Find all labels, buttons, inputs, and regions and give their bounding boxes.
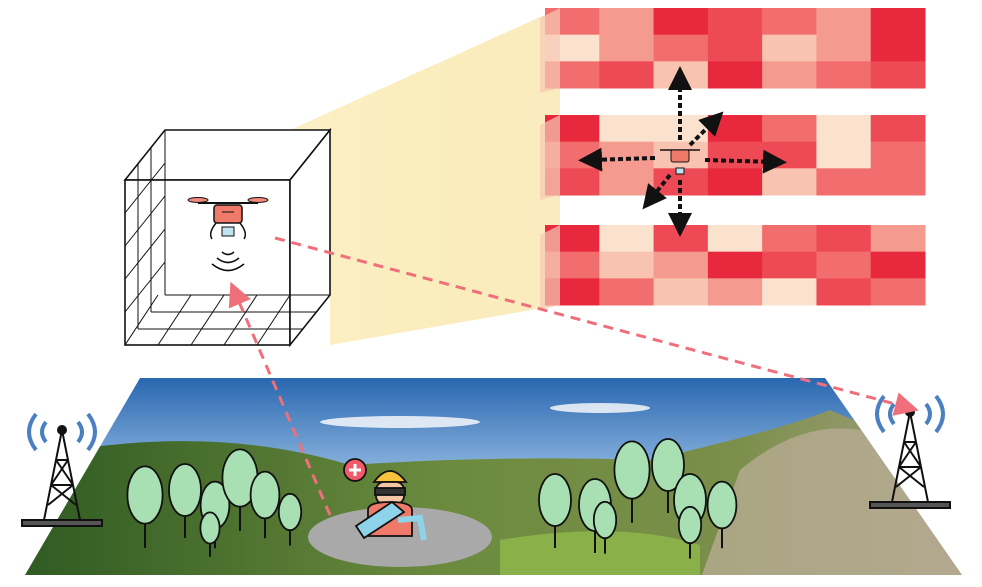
cell-tower-icon	[21, 412, 103, 527]
medical-cross-icon	[343, 458, 367, 482]
heatmap-cell	[707, 115, 763, 143]
heatmap-cell	[707, 141, 763, 169]
heatmap-cell	[816, 8, 872, 36]
uplink-arrow	[228, 281, 332, 516]
rescue-zone	[308, 507, 492, 567]
heatmap-cell	[816, 141, 872, 169]
heatmap-cell	[816, 34, 872, 62]
heatmap-cell	[707, 168, 763, 196]
movement-arrows-icon	[578, 66, 787, 237]
heatmap-cell	[653, 61, 709, 89]
heatmap-cell	[762, 115, 817, 143]
heatmap-cell	[599, 251, 655, 279]
tree-icon	[126, 465, 164, 548]
signal-heatmap-volume	[540, 8, 926, 310]
airspace-grid-cube	[123, 127, 332, 348]
heatmap-cell	[653, 251, 709, 279]
heatmap-cell	[599, 61, 655, 89]
tree-icon	[592, 500, 618, 554]
heatmap-cell	[707, 61, 763, 89]
tree-icon	[706, 480, 738, 549]
heatmap-cell	[707, 225, 763, 253]
drone-icon	[660, 149, 700, 175]
heatmap-cell	[870, 34, 926, 62]
heatmap-cell	[762, 168, 817, 196]
heatmap-cell	[762, 8, 817, 36]
heatmap-cell	[870, 225, 926, 253]
tree-icon	[199, 511, 221, 557]
downlink-arrow	[274, 236, 919, 416]
heatmap-cell	[762, 34, 817, 62]
heatmap-cell	[599, 225, 655, 253]
heatmap-cell	[870, 278, 926, 306]
tree-icon	[538, 473, 572, 548]
heatmap-cell	[653, 278, 709, 306]
heatmap-cell	[870, 168, 926, 196]
heatmap-cell	[870, 61, 926, 89]
heatmap-cell	[816, 225, 872, 253]
heatmap-cell	[870, 251, 926, 279]
tree-group	[126, 438, 738, 559]
heatmap-cell	[762, 251, 817, 279]
heatmap-cell	[816, 115, 872, 143]
heatmap-cell	[599, 34, 655, 62]
tree-icon	[168, 463, 202, 538]
heatmap-cell	[653, 8, 709, 36]
heatmap-cell	[870, 8, 926, 36]
heatmap-cell	[653, 34, 709, 62]
landscape-terrain	[25, 378, 962, 575]
heatmap-side-face	[540, 8, 560, 93]
heatmap-cell	[599, 115, 655, 143]
heatmap-cell	[816, 251, 872, 279]
heatmap-cell	[599, 168, 655, 196]
heatmap-cell	[762, 278, 817, 306]
heatmap-cell	[870, 115, 926, 143]
heatmap-side-face	[540, 225, 560, 310]
heatmap-cell	[653, 225, 709, 253]
heatmap-cell	[816, 278, 872, 306]
heatmap-cell	[599, 141, 655, 169]
heatmap-cell	[870, 141, 926, 169]
tree-icon	[249, 470, 281, 539]
tree-icon	[651, 438, 685, 513]
heatmap-cell	[707, 278, 763, 306]
heatmap-cell	[762, 141, 817, 169]
signal-waves-icon	[211, 251, 245, 272]
heatmap-cell	[816, 168, 872, 196]
tree-icon	[277, 492, 303, 546]
heatmap-cell	[599, 278, 655, 306]
tree-icon	[677, 505, 703, 559]
heatmap-side-face	[540, 115, 560, 200]
heatmap-cell	[762, 61, 817, 89]
tree-icon	[613, 440, 651, 523]
heatmap-cell	[707, 251, 763, 279]
heatmap-cell	[707, 8, 763, 36]
heatmap-cell	[816, 61, 872, 89]
heatmap-cell	[599, 8, 655, 36]
heatmap-cell	[762, 225, 817, 253]
drone-icon	[187, 197, 269, 240]
heatmap-cell	[707, 34, 763, 62]
rescuer-icon	[354, 470, 427, 541]
